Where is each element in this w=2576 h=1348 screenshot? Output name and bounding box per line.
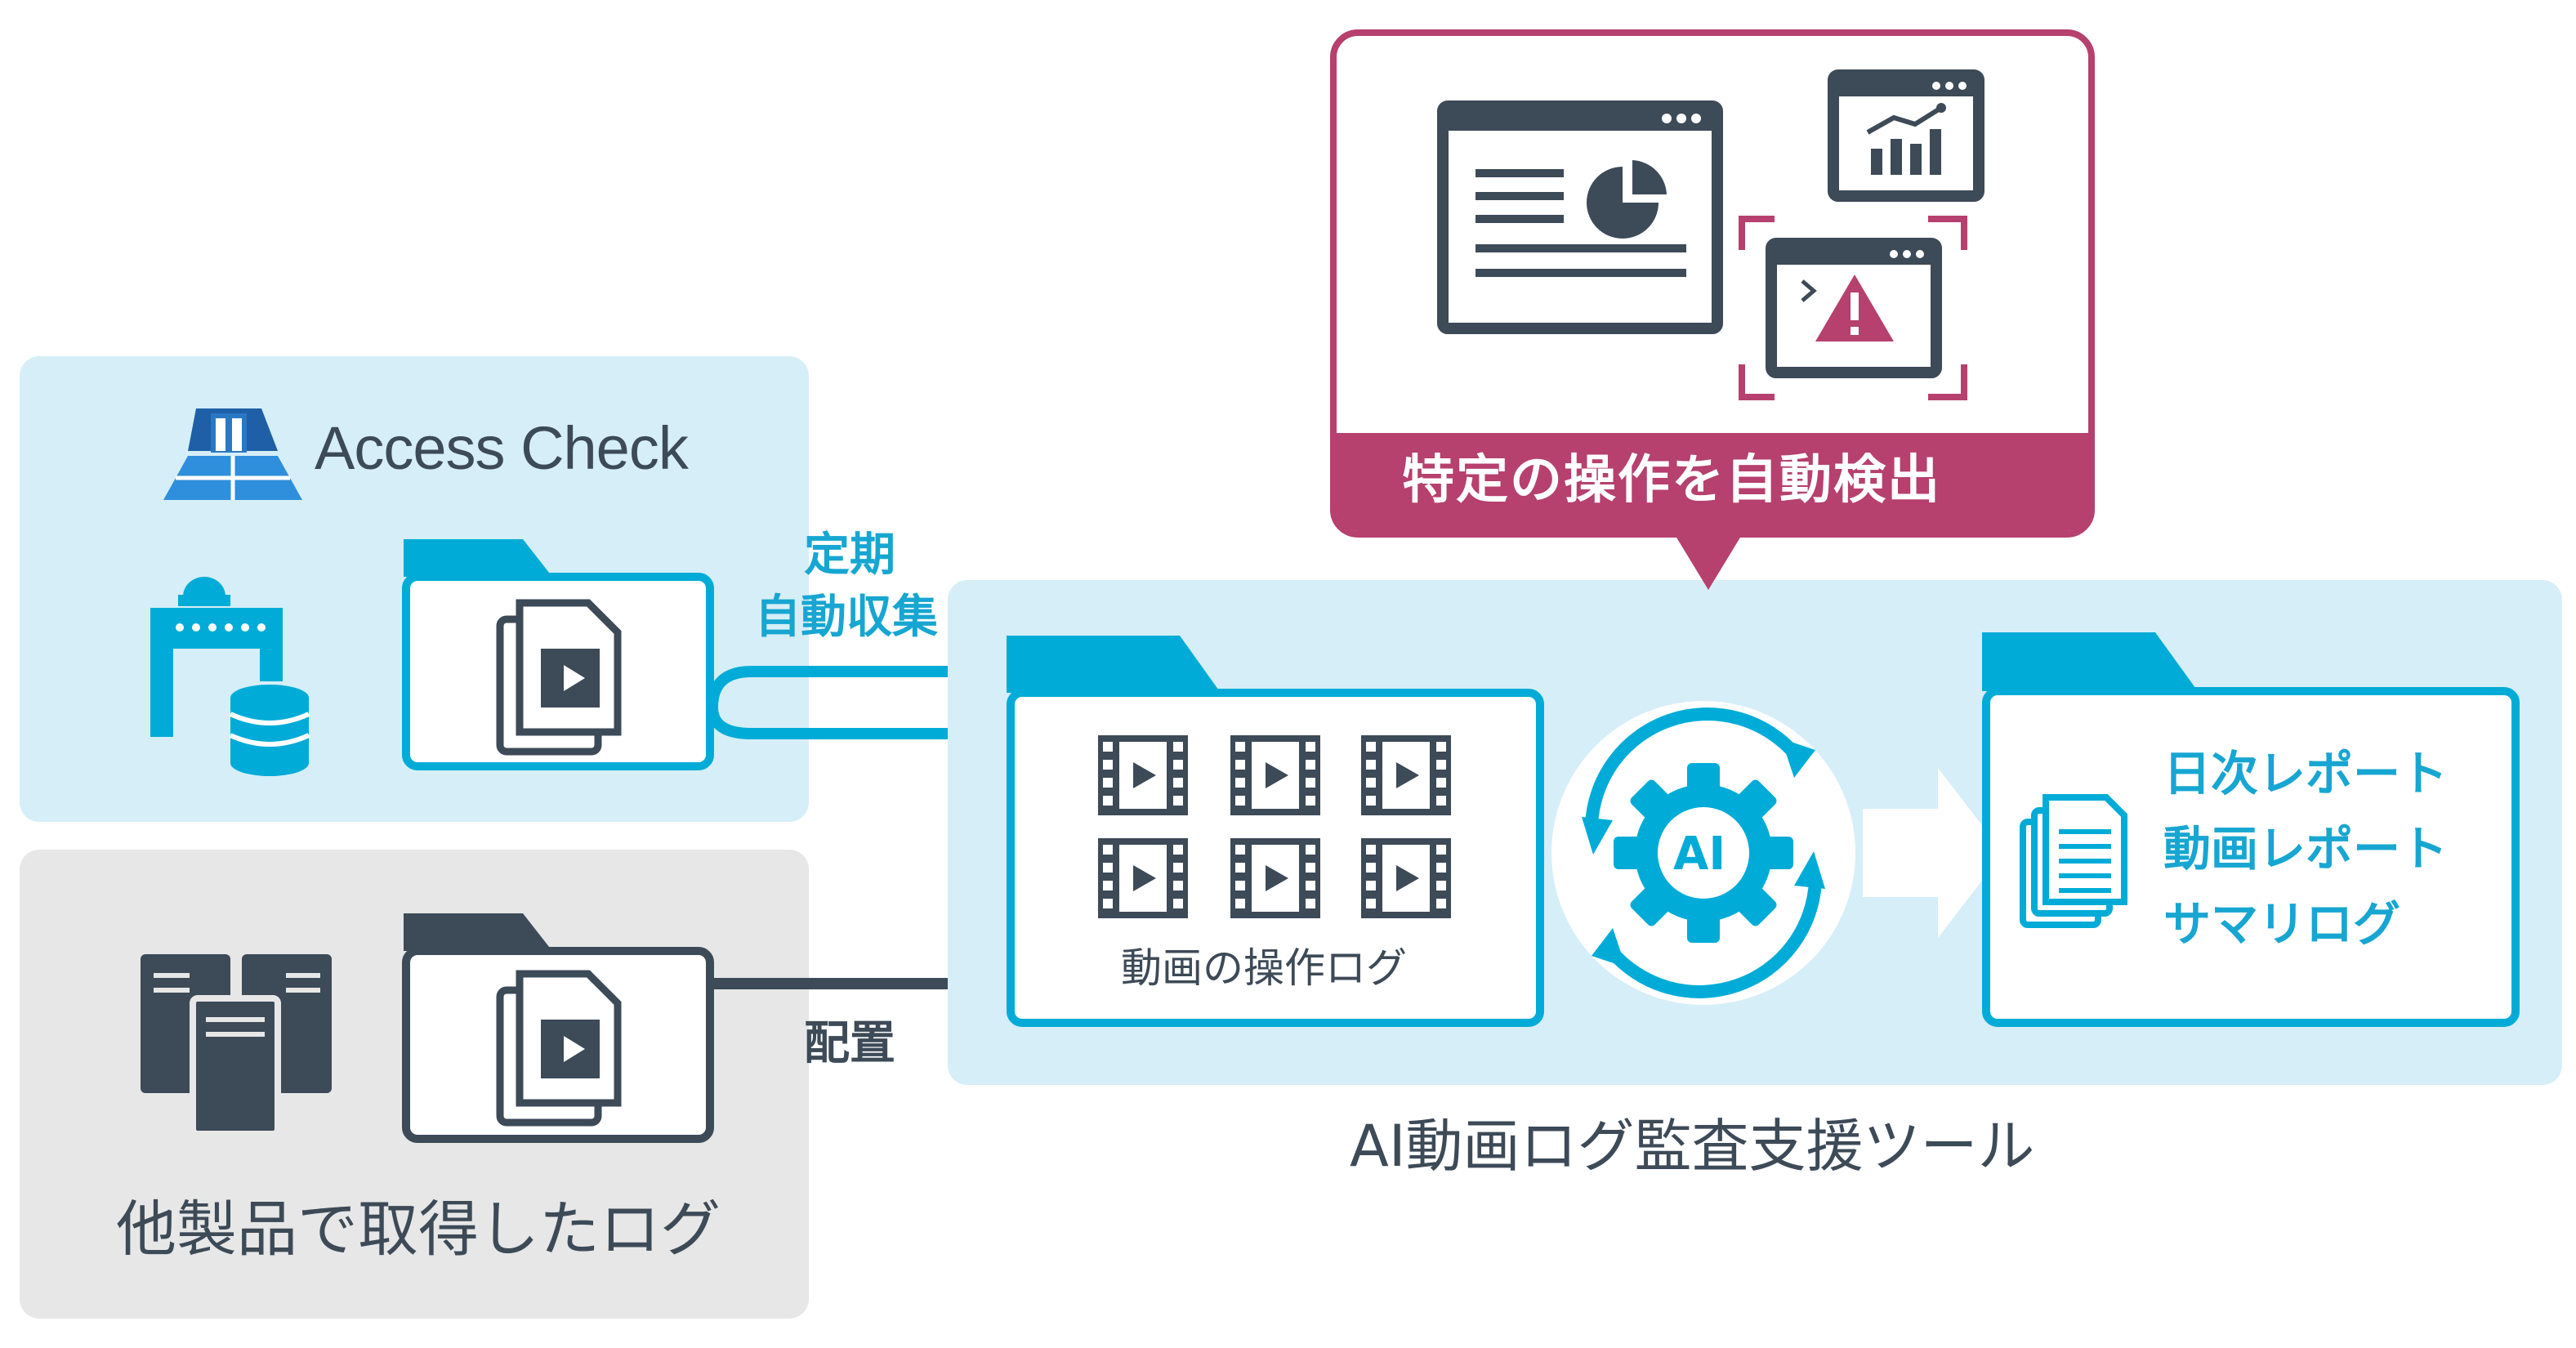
detection-label: 特定の操作を自動検出 xyxy=(1402,450,1941,511)
output-summary-log: サマリログ xyxy=(2163,896,2401,952)
ai-tool-caption: AI動画ログ監査支援ツール xyxy=(1350,1113,2035,1180)
output-video-report: 動画レポート xyxy=(2163,821,2449,877)
output-daily-report: 日次レポート xyxy=(2163,746,2449,801)
other-products-caption: 他製品で取得したログ xyxy=(116,1194,721,1265)
ai-badge: AI xyxy=(1673,828,1726,881)
brand-name: Access Check xyxy=(315,414,689,482)
scheduled-label-line2: 自動収集 xyxy=(755,591,938,644)
deploy-label: 配置 xyxy=(804,1017,895,1070)
output-list: 日次レポート 動画レポート サマリログ xyxy=(2163,750,2448,975)
scheduled-label-line1: 定期 xyxy=(804,529,895,582)
video-folder-label: 動画の操作ログ xyxy=(1121,944,1407,992)
